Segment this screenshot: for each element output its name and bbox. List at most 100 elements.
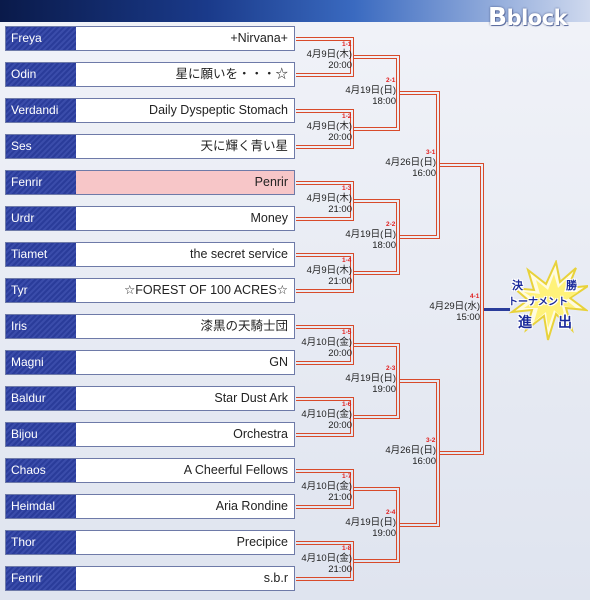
band-name: Orchestra	[233, 427, 288, 441]
round2-match-date: 4月19日(日)	[345, 516, 396, 528]
team-row: Chaos A Cheerful Fellows	[5, 458, 295, 483]
band-name: +Nirvana+	[230, 31, 288, 45]
band-name: Precipice	[236, 535, 288, 549]
round2-match-date: 4月19日(日)	[345, 372, 396, 384]
band-name: ☆FOREST OF 100 ACRES☆	[124, 283, 288, 297]
round1-match-date: 4月9日(木)	[306, 120, 352, 132]
round1-bracket	[296, 252, 354, 293]
final-badge-text-1b: 勝	[566, 280, 577, 292]
team-row: Tyr ☆FOREST OF 100 ACRES☆	[5, 278, 295, 303]
team-row: Iris 漆黒の天騎士団	[5, 314, 295, 339]
round3-match-id: 3-1	[426, 148, 436, 156]
band-name: s.b.r	[263, 571, 288, 585]
header-bar	[0, 0, 590, 22]
round2-match-date: 4月19日(日)	[345, 84, 396, 96]
round1-match-date: 4月10日(金)	[301, 408, 352, 420]
round3-match-date: 4月26日(日)	[385, 444, 436, 456]
round1-match-time: 20:00	[328, 419, 352, 431]
band-name: Daily Dyspeptic Stomach	[149, 103, 288, 117]
band-name: the secret service	[190, 247, 288, 261]
round1-match-time: 20:00	[328, 131, 352, 143]
round1-match-id: 1-2	[342, 112, 352, 120]
round2-bracket	[354, 198, 400, 275]
team-name: Thor	[6, 531, 76, 554]
round4-match-time: 15:00	[456, 311, 480, 323]
team-row: Freya +Nirvana+	[5, 26, 295, 51]
round4-bracket	[440, 162, 484, 455]
team-name: Verdandi	[6, 99, 76, 122]
team-name: Fenrir	[6, 567, 76, 590]
team-name: Chaos	[6, 459, 76, 482]
round1-match-time: 21:00	[328, 563, 352, 575]
round1-match-id: 1-4	[342, 256, 352, 264]
round2-match-id: 2-4	[386, 508, 396, 516]
final-badge-text-1a: 決	[512, 280, 523, 292]
team-name: Fenrir	[6, 171, 76, 194]
team-name: Magni	[6, 351, 76, 374]
round2-match-time: 18:00	[372, 239, 396, 251]
band-name: Aria Rondine	[215, 499, 288, 513]
band-name: 天に輝く青い星	[200, 139, 288, 153]
round2-match-time: 18:00	[372, 95, 396, 107]
team-name: Iris	[6, 315, 76, 338]
final-badge-text-3b: 出	[558, 314, 572, 330]
band-name: GN	[269, 355, 288, 369]
team-row: Verdandi Daily Dyspeptic Stomach	[5, 98, 295, 123]
round1-match-id: 1-8	[342, 544, 352, 552]
team-name: Baldur	[6, 387, 76, 410]
round2-match-id: 2-3	[386, 364, 396, 372]
round1-match-date: 4月9日(木)	[306, 48, 352, 60]
round1-bracket	[296, 108, 354, 149]
round1-match-date: 4月9日(木)	[306, 264, 352, 276]
round3-match-time: 16:00	[412, 167, 436, 179]
band-name: A Cheerful Fellows	[183, 463, 288, 477]
round2-match-id: 2-2	[386, 220, 396, 228]
round3-bracket	[400, 378, 440, 527]
team-row: Magni GN	[5, 350, 295, 375]
round2-match-time: 19:00	[372, 527, 396, 539]
round1-match-id: 1-3	[342, 184, 352, 192]
round3-match-time: 16:00	[412, 455, 436, 467]
team-name: Freya	[6, 27, 76, 50]
band-name: Money	[250, 211, 288, 225]
final-tournament-badge: 決 勝 トーナメント 進 出	[502, 260, 588, 342]
team-row: Baldur Star Dust Ark	[5, 386, 295, 411]
round1-bracket	[296, 540, 354, 581]
round1-match-id: 1-1	[342, 40, 352, 48]
round1-match-id: 1-6	[342, 400, 352, 408]
round1-match-time: 20:00	[328, 59, 352, 71]
band-name: 漆黒の天騎士団	[200, 319, 288, 333]
team-row: Urdr Money	[5, 206, 295, 231]
team-name: Tyr	[6, 279, 76, 302]
band-name: Penrir	[76, 171, 294, 194]
final-connector-line	[484, 307, 510, 311]
round1-bracket	[296, 180, 354, 221]
round1-bracket	[296, 396, 354, 437]
round4-match-date: 4月29日(水)	[429, 300, 480, 312]
team-row: Ses 天に輝く青い星	[5, 134, 295, 159]
block-title: Bblock	[488, 2, 568, 31]
round3-match-id: 3-2	[426, 436, 436, 444]
round1-match-time: 20:00	[328, 347, 352, 359]
round1-match-id: 1-5	[342, 328, 352, 336]
round1-match-date: 4月10日(金)	[301, 552, 352, 564]
round1-match-date: 4月10日(金)	[301, 480, 352, 492]
team-name: Urdr	[6, 207, 76, 230]
team-name: Bijou	[6, 423, 76, 446]
round4-match-id: 4-1	[470, 292, 480, 300]
round1-match-date: 4月10日(金)	[301, 336, 352, 348]
round1-bracket	[296, 36, 354, 77]
round2-bracket	[354, 54, 400, 131]
band-name: Star Dust Ark	[214, 391, 288, 405]
round1-match-time: 21:00	[328, 491, 352, 503]
round2-match-id: 2-1	[386, 76, 396, 84]
round3-match-date: 4月26日(日)	[385, 156, 436, 168]
round1-match-time: 21:00	[328, 203, 352, 215]
team-row: Bijou Orchestra	[5, 422, 295, 447]
team-row: Fenrir s.b.r	[5, 566, 295, 591]
team-name: Ses	[6, 135, 76, 158]
team-name: Odin	[6, 63, 76, 86]
final-badge-text-3a: 進	[518, 314, 532, 330]
